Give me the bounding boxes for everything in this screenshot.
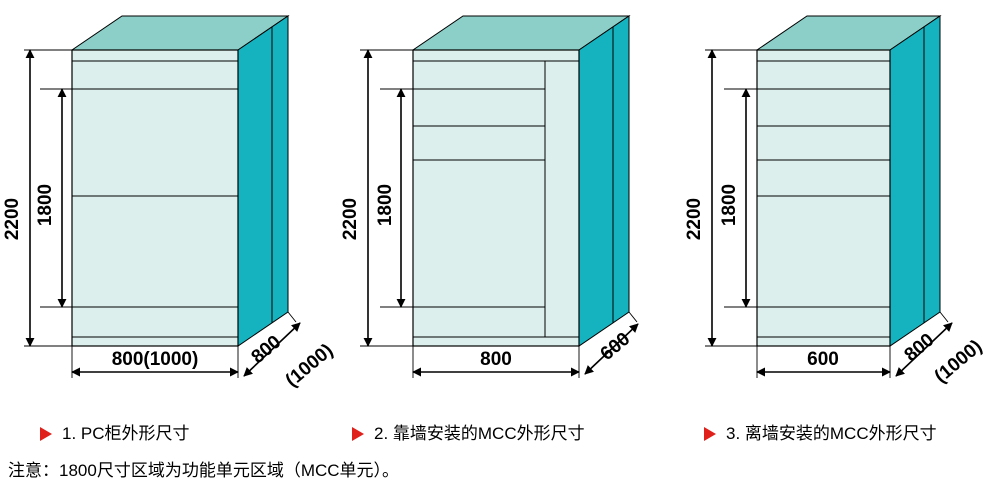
mcc-free-cabinet-side-face [889, 15, 941, 347]
pc-width-label: 800(1000) [112, 349, 199, 370]
pc-zone-height-label: 1800 [35, 184, 56, 226]
red-triangle-icon [352, 427, 364, 441]
footnote: 注意：1800尺寸区域为功能单元区域（MCC单元）。 [8, 461, 400, 480]
mcc-free-depth-alt-label: (1000) [931, 336, 987, 387]
pc-total-height-label: 2200 [2, 198, 23, 240]
mcc-free-depth-dimension [895, 322, 953, 377]
pc-caption-text: 1. PC柜外形尺寸 [62, 424, 190, 443]
mcc-free-width-label: 600 [807, 349, 839, 370]
mcc-wall-depth-dimension [584, 323, 639, 375]
pc-cabinet: 2200 1800 800(1000) 800 (1000) [2, 15, 338, 391]
mcc-wall-caption: 2. 靠墙安装的MCC外形尺寸 [352, 424, 585, 444]
pc-depth-dimension [243, 322, 301, 377]
mcc-wall-cabinet-front-face [412, 49, 580, 347]
mcc-wall-depth-extension [628, 311, 638, 323]
pc-cabinet-side-face [237, 15, 289, 347]
mcc-wall-width-label: 800 [480, 349, 512, 370]
mcc-wall-cabinet: 2200 1800 800 600 [340, 15, 639, 378]
mcc-free-caption: 3. 离墙安装的MCC外形尺寸 [704, 424, 937, 444]
mcc-wall-depth-label: 600 [597, 329, 635, 365]
mcc-wall-zone-height-label: 1800 [375, 184, 396, 226]
pc-caption: 1. PC柜外形尺寸 [40, 424, 190, 444]
pc-depth-label: 800 [248, 332, 286, 368]
red-triangle-icon [40, 427, 52, 441]
pc-depth-extension [287, 311, 297, 323]
mcc-free-total-height-label: 2200 [684, 198, 705, 240]
mcc-free-cabinet: 2200 1800 600 800 (1000) [684, 15, 987, 387]
pc-depth-alt-label: (1000) [282, 340, 338, 391]
mcc-free-zone-height-label: 1800 [719, 184, 740, 226]
mcc-free-depth-extension [939, 311, 949, 323]
pc-cabinet-front-face [71, 49, 239, 347]
mcc-wall-caption-text: 2. 靠墙安装的MCC外形尺寸 [374, 424, 585, 443]
mcc-free-cabinet-front-face [756, 49, 891, 347]
red-triangle-icon [704, 427, 716, 441]
mcc-free-caption-text: 3. 离墙安装的MCC外形尺寸 [726, 424, 937, 443]
mcc-wall-total-height-label: 2200 [340, 198, 361, 240]
mcc-wall-cabinet-side-face [578, 15, 630, 347]
